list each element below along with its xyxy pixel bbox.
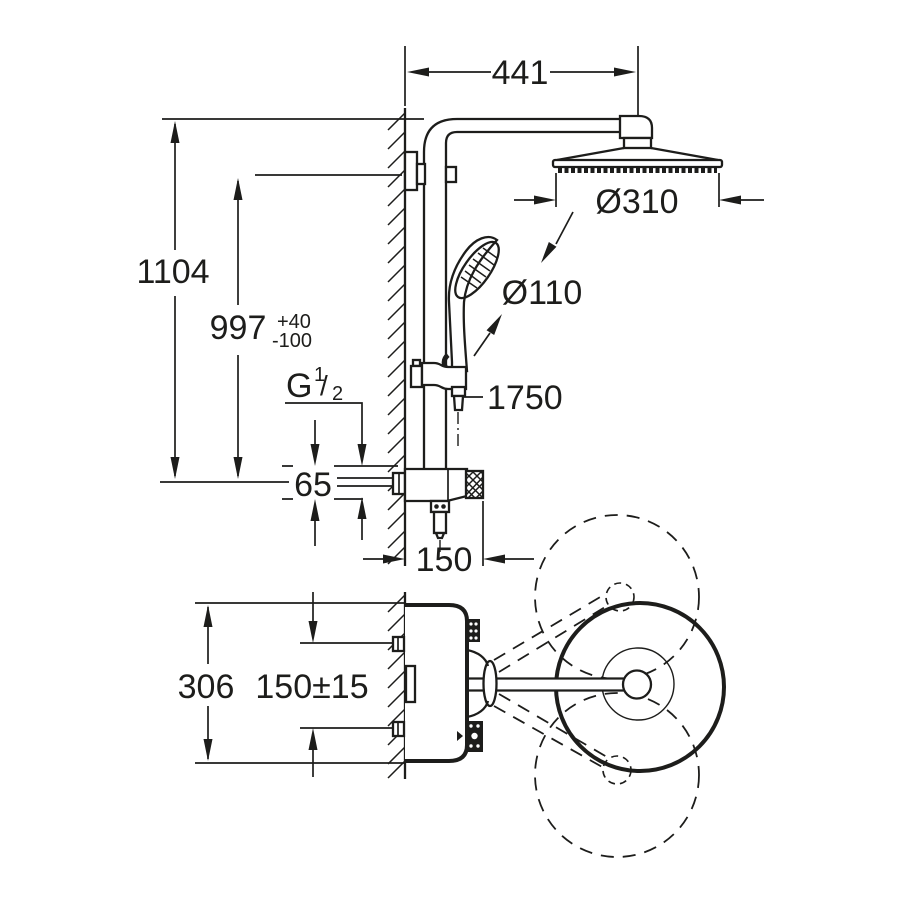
head-connector <box>618 114 654 140</box>
valve-body-top <box>405 603 469 763</box>
thread-label-g-half: G 1 / 2 <box>285 364 367 540</box>
hand-shower-face-hatch <box>460 247 498 289</box>
hand-shower-body <box>447 235 499 373</box>
hand-shower-holder <box>409 358 468 448</box>
side-view: 441 1104 997 +40 -100 <box>136 46 764 579</box>
thread-numerator: 1 <box>314 364 325 386</box>
hand-shower-face-ring <box>454 240 500 300</box>
shower-rail-and-arm <box>422 117 620 470</box>
dimension-valve-depth: 150 <box>363 501 534 579</box>
top-view: 306 150±15 <box>178 514 726 858</box>
knob-knurl <box>465 470 484 499</box>
head-neck <box>622 136 653 150</box>
dim-65-label: 65 <box>294 466 332 504</box>
dim-1750-label: 1750 <box>487 379 563 417</box>
dim-1104-label: 1104 <box>136 253 209 291</box>
thread-slash: / <box>320 370 328 401</box>
knob-indicator-arrow <box>457 731 463 741</box>
thermostat-valve-side <box>337 467 485 554</box>
head-position-upper-dashed <box>534 514 700 680</box>
wall-hatching-lower <box>387 592 407 779</box>
dim-997-label: 997 <box>210 309 267 347</box>
head-shower <box>551 114 724 173</box>
thermostat-valve-top-view <box>391 603 483 763</box>
pipe-outer-edge <box>422 117 620 470</box>
dimension-arm-reach: 441 <box>404 46 639 148</box>
pipe-inner-edge <box>444 130 620 470</box>
knob-top-view-upper <box>467 619 480 642</box>
thread-letter: G <box>286 367 312 405</box>
outlet-connector <box>432 510 448 535</box>
outlet-nut <box>429 499 451 514</box>
dim-150-15-label: 150±15 <box>255 668 368 706</box>
dim-997-tol-plus: +40 <box>277 311 311 333</box>
dimension-total-height: 1104 <box>136 118 424 479</box>
dim-441-label: 441 <box>492 54 549 92</box>
dim-306-label: 306 <box>178 668 235 706</box>
hose-nut <box>450 385 467 398</box>
knob-top-view-lower <box>467 721 483 752</box>
dim-997-tol-minus: -100 <box>272 330 312 352</box>
arm-joint-circle <box>621 669 653 700</box>
wall-bracket <box>403 150 458 192</box>
dimension-rail-height: 997 +40 -100 <box>160 174 402 483</box>
wall-hatching-upper <box>387 108 407 566</box>
hand-shower <box>441 235 500 376</box>
dimension-head-diameter: Ø310 <box>514 173 764 221</box>
dimension-hand-shower-diameter: Ø110 <box>473 211 583 357</box>
dimension-offset-65: 65 <box>282 420 398 546</box>
dim-310-label: Ø310 <box>595 183 678 221</box>
thread-denominator: 2 <box>332 383 343 405</box>
head-cone <box>556 146 719 162</box>
dimension-inlet-spacing: 150±15 <box>255 592 392 777</box>
hose-connector <box>452 394 465 412</box>
supply-pipe-stub <box>337 477 393 487</box>
dimension-valve-width: 306 <box>178 602 405 764</box>
dim-150-label: 150 <box>416 541 473 579</box>
dimension-hose-length: 1750 <box>464 379 563 417</box>
wall-plate <box>404 664 417 704</box>
valve-body <box>403 467 469 503</box>
dim-110-label: Ø110 <box>502 274 583 312</box>
head-position-lower-dashed <box>534 692 700 858</box>
rail-base-cone <box>466 648 498 719</box>
head-rim <box>551 158 724 169</box>
thread-leader <box>285 402 363 446</box>
